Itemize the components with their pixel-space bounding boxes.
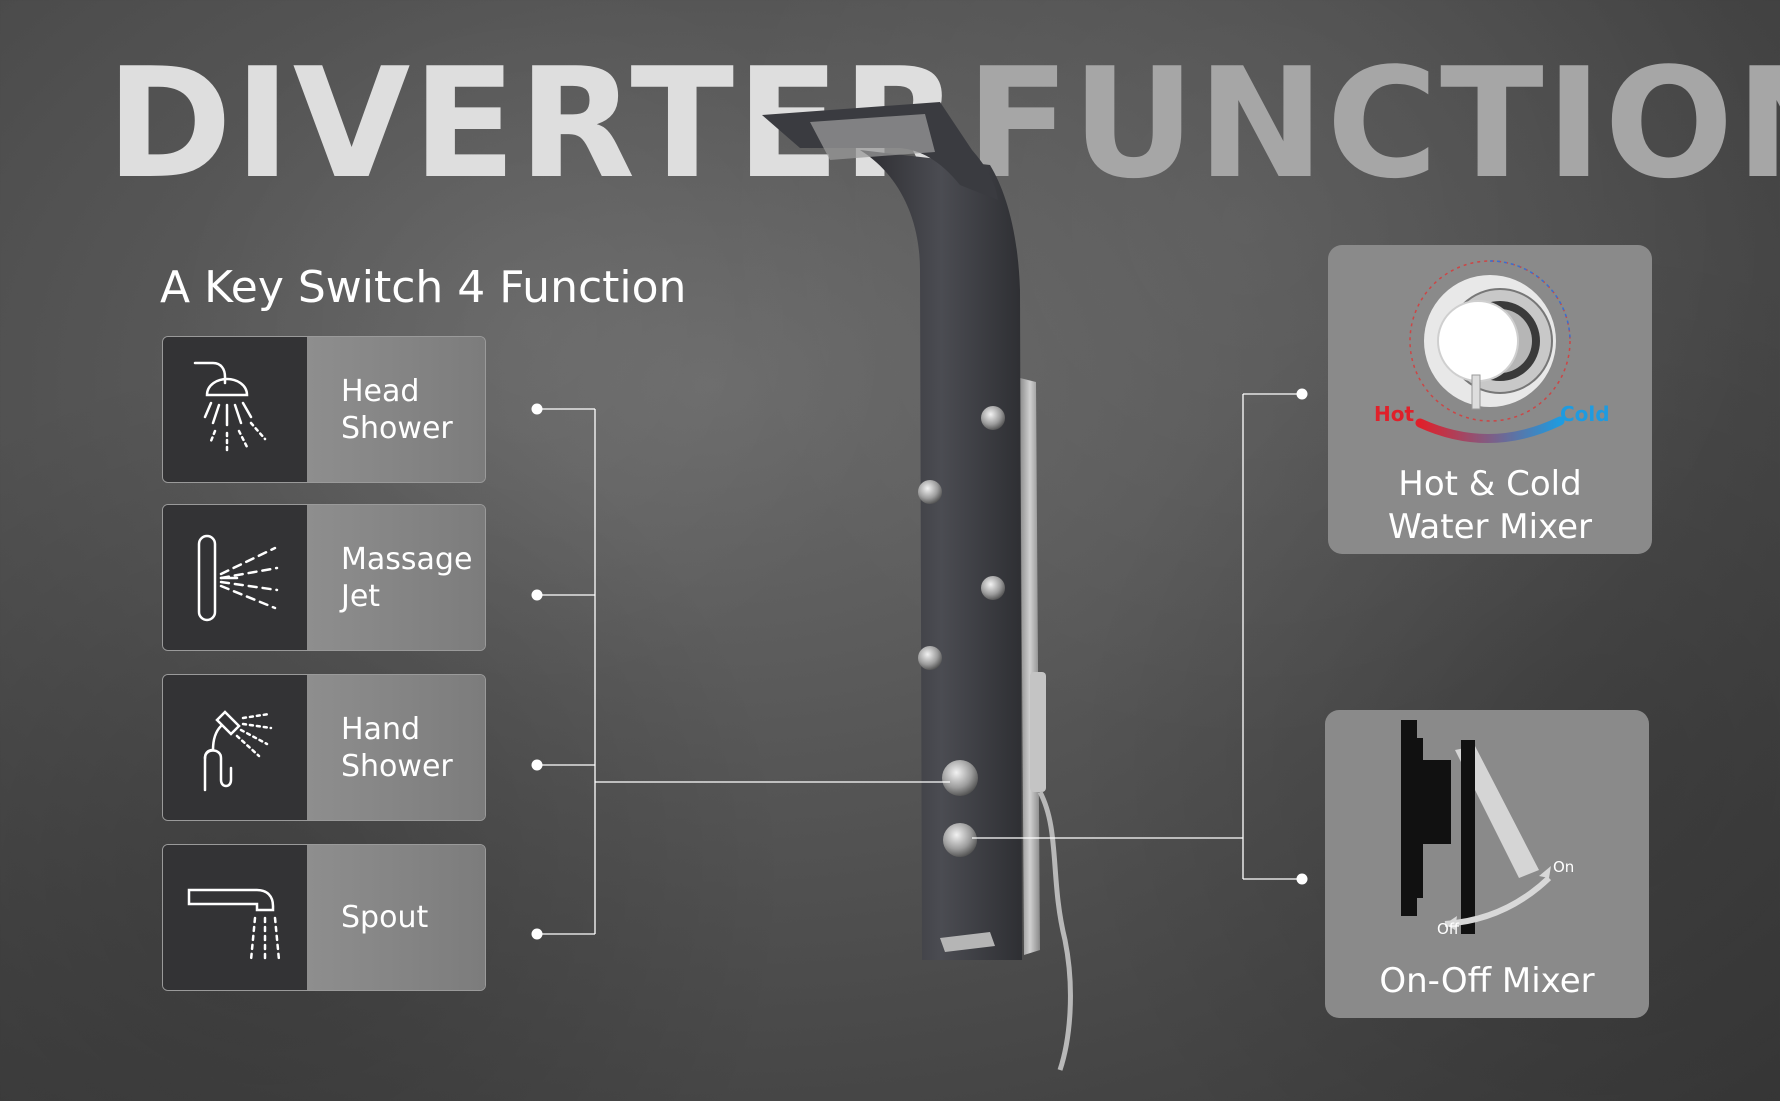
massage-jet-icon (197, 534, 279, 621)
function-card-head-shower: Head Shower (162, 336, 486, 483)
hand-shower-label-box: Hand Shower (307, 675, 485, 820)
body-jet-4 (918, 646, 942, 670)
left-connector-dots (531, 403, 543, 940)
hot-cold-mixer-label: Hot & Cold Water Mixer (1387, 464, 1593, 547)
hot-cold-mixer-card: Hot Cold Hot & Cold Water Mixer (1328, 245, 1652, 554)
spout-icon (187, 888, 281, 963)
panel-body (860, 150, 1022, 960)
head-shower-label-box: Head Shower (307, 337, 485, 482)
head-shower-icon (193, 361, 267, 452)
function-card-spout: Spout (162, 844, 486, 991)
on-label: On (1553, 858, 1574, 876)
right-connector-lines (972, 393, 1302, 880)
on-off-mixer-card: On Off On-Off Mixer (1325, 710, 1649, 1018)
on-off-mixer-icon: On Off (1401, 720, 1574, 938)
cold-label: Cold (1560, 402, 1610, 426)
subtitle: A Key Switch 4 Function (160, 262, 687, 313)
massage-jet-icon-box (163, 505, 307, 650)
body-jet-1 (981, 406, 1005, 430)
body-jet-2 (918, 480, 942, 504)
function-label: Hand Shower (341, 711, 453, 784)
spout-outlet (940, 932, 995, 952)
function-label: Head Shower (341, 373, 453, 446)
left-connector-lines (537, 408, 950, 935)
function-card-hand-shower: Hand Shower (162, 674, 486, 821)
body-jet-3 (981, 576, 1005, 600)
spout-icon-box (163, 845, 307, 990)
function-label: Massage Jet (341, 541, 473, 614)
shower-hose (1037, 790, 1073, 1071)
diverter-knob (942, 760, 978, 796)
head-shower-icon-box (163, 337, 307, 482)
hot-cold-mixer-icon: Hot Cold (1374, 260, 1610, 443)
hot-label: Hot (1374, 402, 1414, 426)
hand-shower-icon-box (163, 675, 307, 820)
right-connector-dots (1296, 388, 1308, 885)
function-card-massage-jet: Massage Jet (162, 504, 486, 651)
off-label: Off (1437, 920, 1460, 938)
on-off-knob (943, 823, 977, 857)
spout-label-box: Spout (307, 845, 485, 990)
hand-shower-holder (1030, 672, 1046, 792)
panel-side-strip (1020, 378, 1040, 955)
on-off-mixer-label: On-Off Mixer (1379, 961, 1595, 1001)
hand-shower-icon (203, 709, 273, 791)
rain-nozzles (810, 114, 935, 160)
function-label: Spout (341, 900, 429, 935)
title-function: FUNCTION (966, 35, 1780, 212)
massage-jet-label-box: Massage Jet (307, 505, 485, 650)
